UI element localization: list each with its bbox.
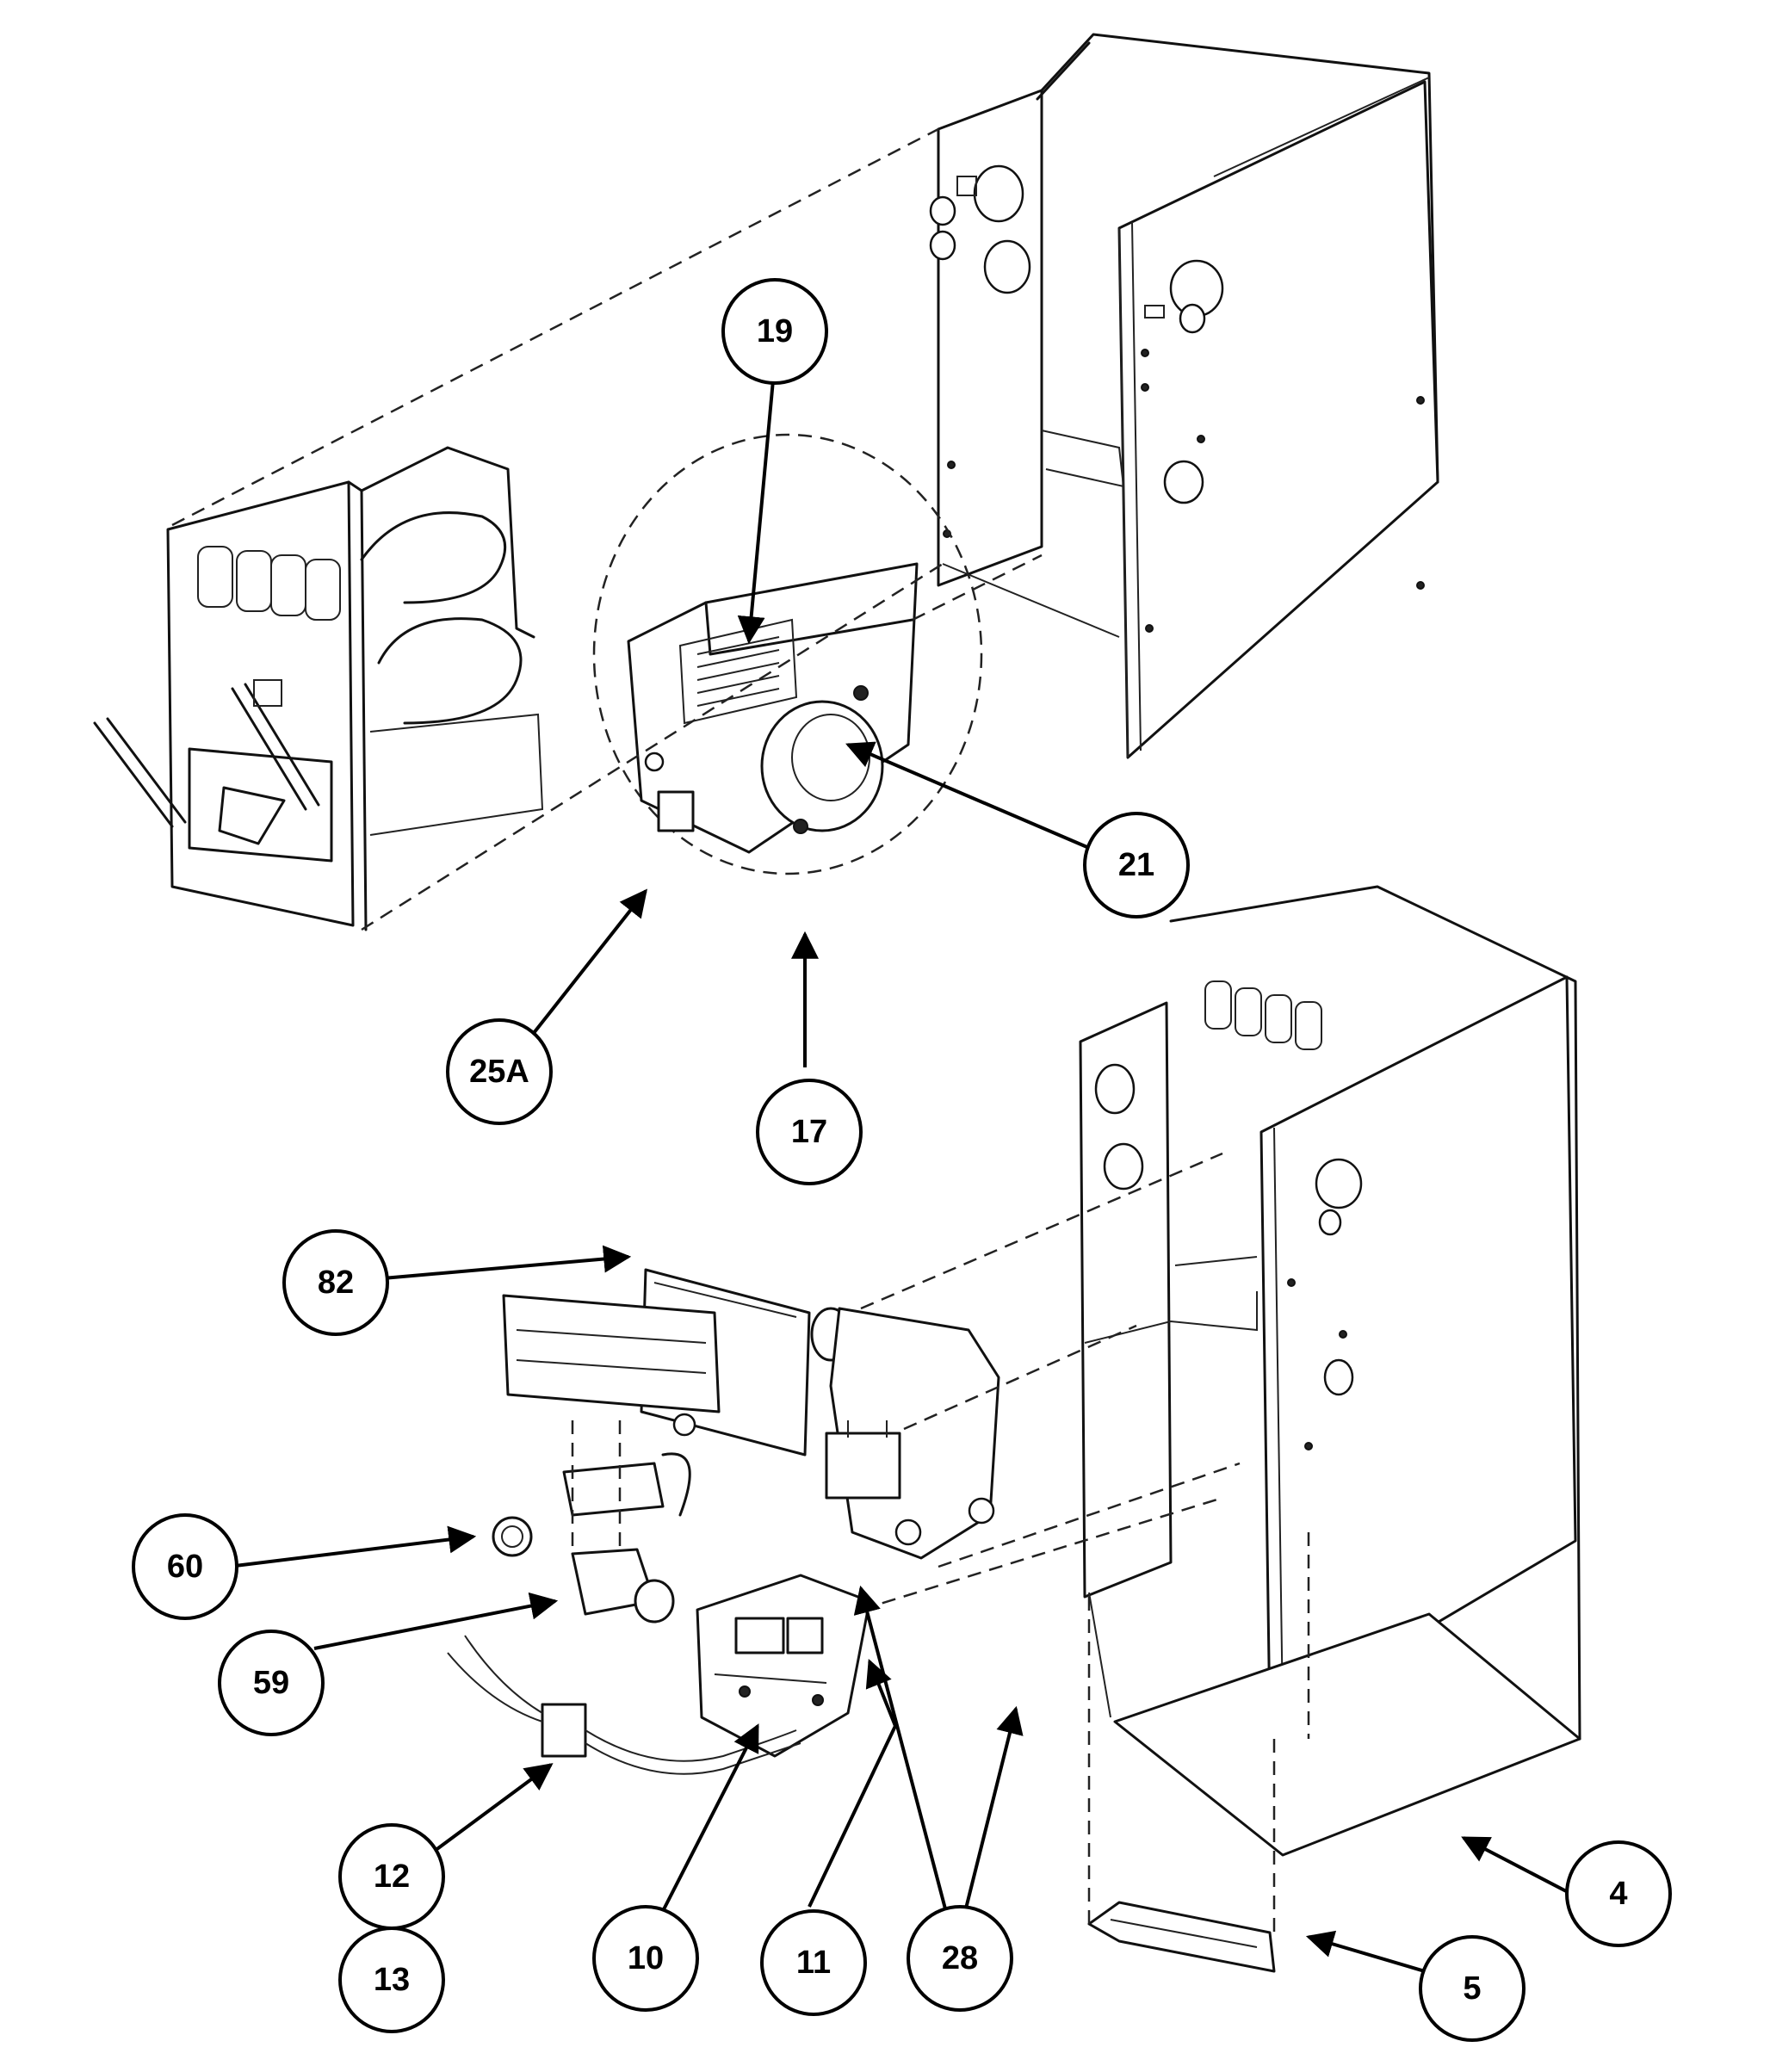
svg-text:13: 13 — [374, 1962, 410, 1998]
blower-assembly — [592, 433, 983, 875]
callout-82: 82 — [282, 1229, 389, 1336]
callout-19: 19 — [721, 278, 828, 385]
callout-25A: 25A — [446, 1018, 553, 1125]
control-board — [696, 1574, 871, 1758]
callout-4: 4 — [1565, 1840, 1672, 1947]
svg-text:11: 11 — [796, 1945, 831, 1981]
svg-text:19: 19 — [757, 313, 793, 349]
base-panel — [1087, 1532, 1310, 1973]
callout-59: 59 — [218, 1630, 325, 1736]
flame-sensor-parts — [492, 1516, 675, 1624]
callout-10: 10 — [592, 1905, 699, 2012]
callout-17: 17 — [756, 1079, 863, 1185]
svg-text:21: 21 — [1118, 847, 1154, 883]
svg-text:5: 5 — [1463, 1970, 1481, 2007]
svg-text:59: 59 — [253, 1665, 289, 1701]
svg-text:4: 4 — [1609, 1876, 1627, 1912]
svg-text:17: 17 — [791, 1114, 827, 1150]
heat-exchanger-assembly — [93, 446, 544, 931]
upper-cabinet-casing — [929, 33, 1439, 759]
svg-text:60: 60 — [167, 1549, 203, 1585]
callout-28: 28 — [907, 1905, 1013, 2012]
assembly-guide-lines — [171, 127, 1241, 1611]
callout-5: 5 — [1419, 1935, 1526, 2042]
callout-21: 21 — [1083, 812, 1190, 918]
svg-text:82: 82 — [318, 1265, 354, 1301]
callout-60: 60 — [132, 1513, 238, 1620]
burner-assembly — [502, 1268, 811, 1517]
svg-text:28: 28 — [942, 1940, 978, 1976]
callout-12: 12 — [338, 1823, 445, 1930]
lower-cabinet-assembled — [1079, 885, 1581, 1857]
callout-11: 11 — [760, 1909, 867, 2016]
inducer-draft-motor — [810, 1307, 1000, 1560]
junction-box — [447, 1635, 801, 1775]
svg-text:25A: 25A — [469, 1054, 529, 1090]
callout-leaders — [227, 361, 1572, 1973]
callout-13: 13 — [338, 1927, 445, 2033]
svg-text:12: 12 — [374, 1859, 410, 1895]
svg-text:10: 10 — [628, 1940, 664, 1976]
